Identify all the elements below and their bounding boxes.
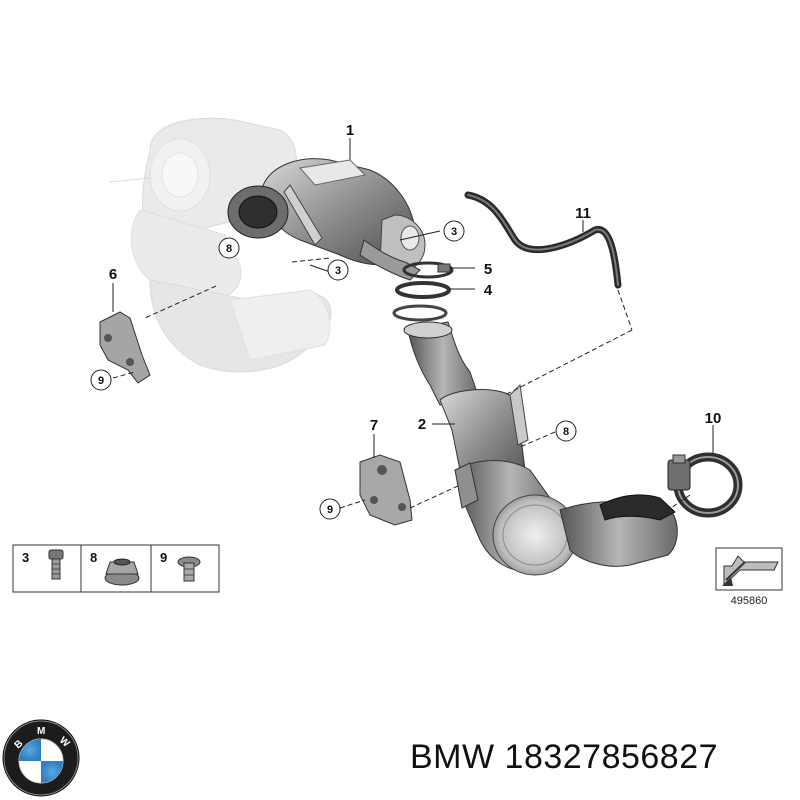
part-7-bracket [359,454,413,526]
callout-7: 7 [370,417,378,434]
svg-text:3: 3 [335,265,341,277]
part-2-downpipe-converter [403,321,678,576]
part-6-bracket [99,311,151,384]
legend-cell-bolt-9: 9 [160,550,201,582]
nut-icon [104,558,140,586]
part-1-catalytic-converter [227,158,426,281]
callout-9-upper: 9 [90,369,112,391]
part-11-hose [464,191,622,289]
svg-text:9: 9 [160,550,167,565]
arrow-orientation-icon [722,555,779,587]
callout-6: 6 [109,266,117,283]
svg-text:8: 8 [90,550,97,565]
callout-3-upper: 3 [443,220,465,242]
svg-text:3: 3 [22,550,29,565]
callout-11: 11 [575,205,591,222]
orientation-box [715,547,783,591]
svg-text:8: 8 [563,426,569,438]
svg-text:9: 9 [327,504,333,516]
callout-1: 1 [346,122,354,139]
leader-lines [112,138,714,511]
callout-10: 10 [705,410,722,427]
legend-cell-bolt-3: 3 [22,549,64,580]
callout-3-lower: 3 [327,259,349,281]
bolt-icon [48,549,64,580]
part-10-band-clamp [667,452,743,518]
flange-bolt-icon [177,556,201,582]
bmw-logo: B M W [2,719,80,797]
part-4-gasket [395,281,451,299]
part-number-caption: BMW 18327856827 [410,738,719,776]
seal-ring [392,304,448,322]
fastener-legend: 3 8 9 [12,544,220,593]
legend-cell-nut-8: 8 [90,550,140,586]
callout-4: 4 [484,282,493,299]
svg-text:9: 9 [98,375,104,387]
turbocharger-ghost [109,117,332,373]
callout-8-upper: 8 [218,237,240,259]
svg-text:8: 8 [226,243,232,255]
reference-number: 495860 [731,595,768,607]
callout-8-lower: 8 [555,420,577,442]
svg-text:3: 3 [451,226,457,238]
callout-5: 5 [484,261,492,278]
callout-2: 2 [418,416,426,433]
svg-text:M: M [37,726,45,737]
callout-9-lower: 9 [319,498,341,520]
